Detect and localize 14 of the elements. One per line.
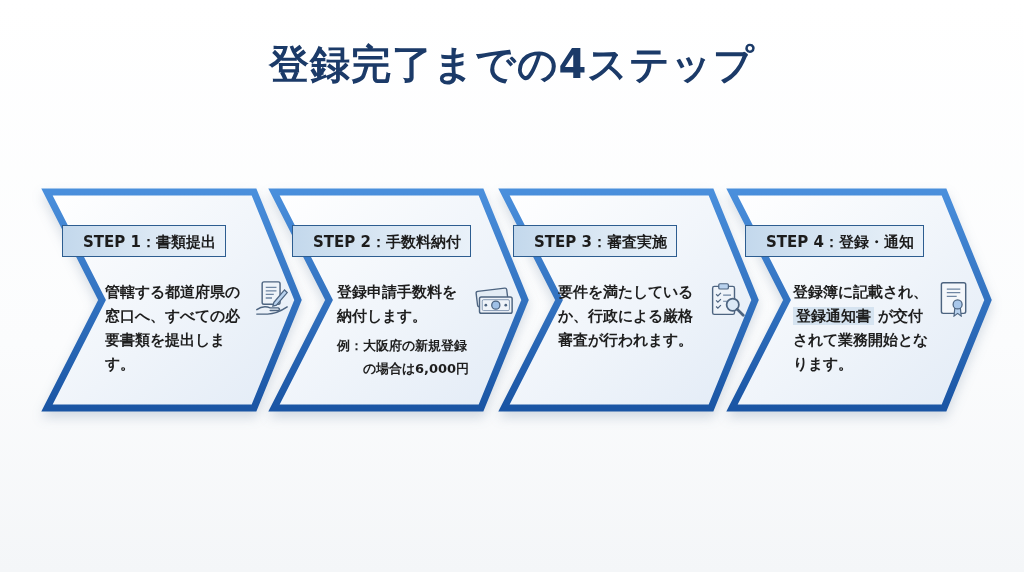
step-description: 要件を満たしているか、行政による厳格審査が行われます。 — [558, 282, 694, 351]
step-heading: STEP 1：書類提出 — [62, 225, 226, 257]
step-description: 登録申請手数料を納付します。 — [337, 282, 458, 327]
step-heading: STEP 3：審査実施 — [513, 225, 677, 257]
step-heading: STEP 2：手数料納付 — [292, 225, 471, 257]
chevron-step — [500, 188, 759, 412]
chevron-step — [728, 188, 992, 412]
step-heading: STEP 4：登録・通知 — [745, 225, 924, 257]
step-description: 管轄する都道府県の窓口へ、すべての必要書類を提出します。 — [105, 282, 241, 375]
chevron-step — [270, 188, 529, 412]
step-description: 登録簿に記載され、登録通知書が交付されて業務開始となります。 — [793, 282, 929, 375]
example-note: 例：大阪府の新規登録の場合は6,000円 — [337, 337, 471, 378]
chevron-step — [43, 188, 302, 412]
page-title: 登録完了までの4ステップ — [268, 40, 756, 89]
